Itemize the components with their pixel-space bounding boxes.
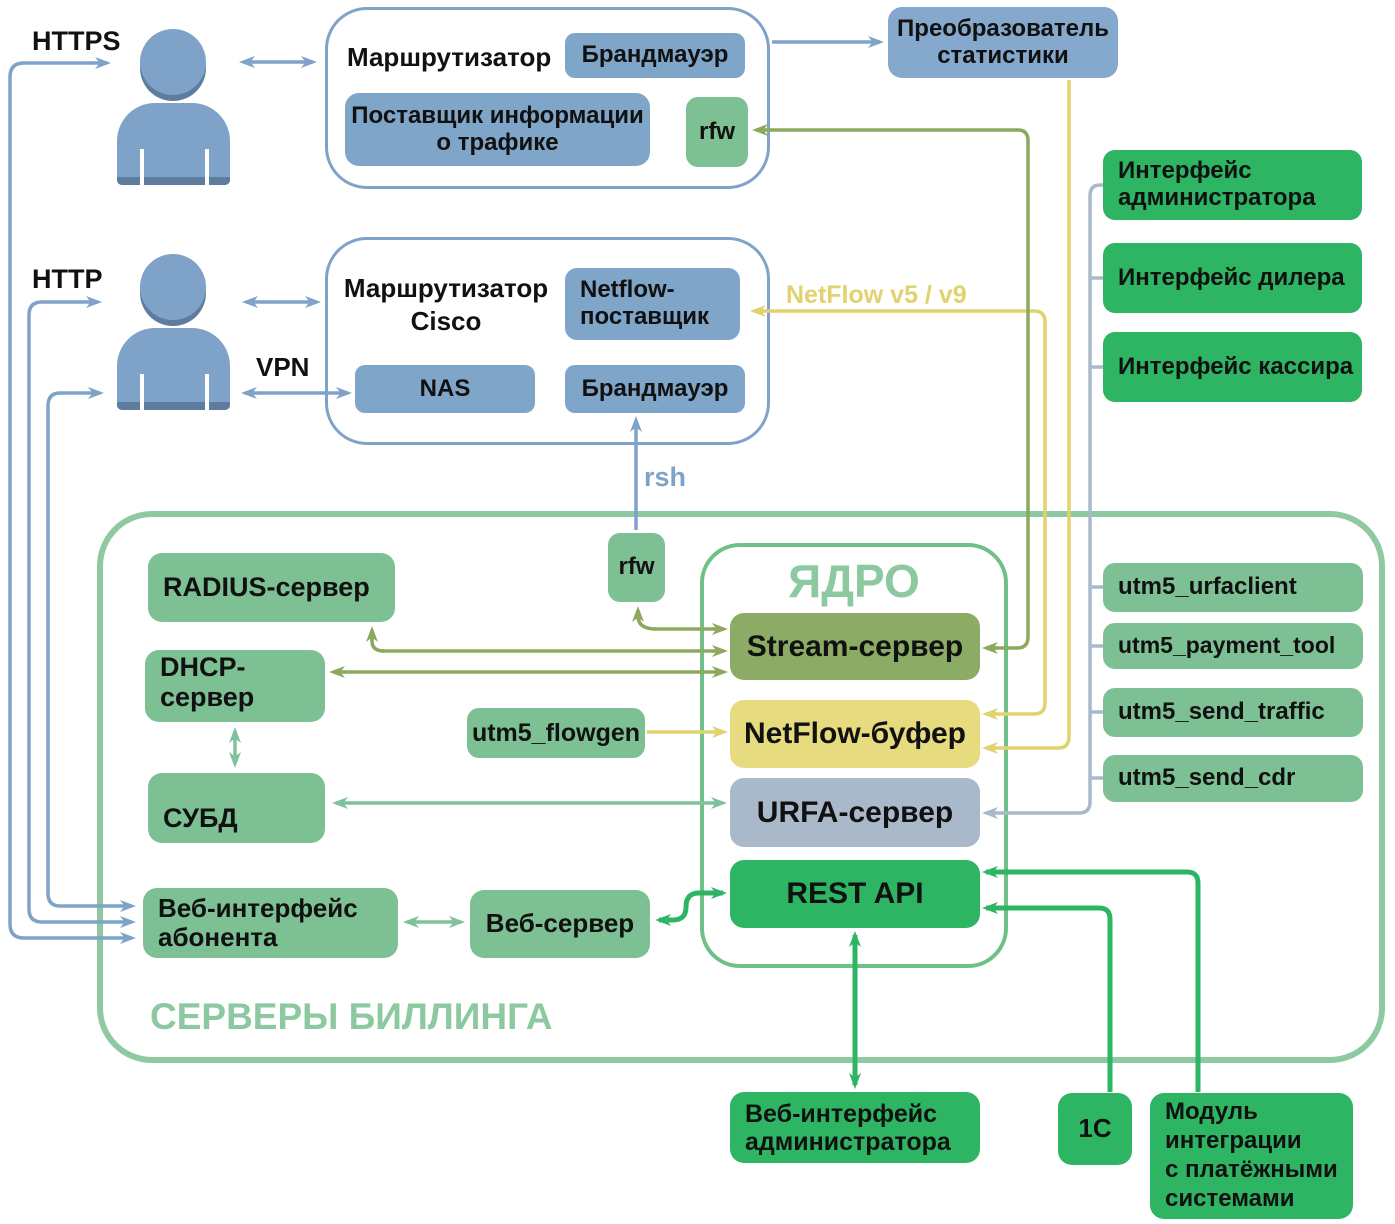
utm5-payment-tool-box: utm5_payment_tool: [1103, 623, 1363, 669]
router-top-title: Маршрутизатор: [347, 42, 552, 72]
nas-box: NAS: [355, 365, 535, 413]
rsh-label: rsh: [644, 462, 687, 492]
router-cisco-title: Маршрутизатор Cisco: [343, 273, 549, 336]
payment-integration-box: Модуль интеграции с платёжными системами: [1150, 1093, 1353, 1219]
cashier-interface-box: Интерфейс кассира: [1103, 332, 1362, 402]
utm5-send-cdr-box: utm5_send_cdr: [1103, 755, 1363, 802]
netflow-provider-box: Netflow- поставщик: [565, 268, 740, 340]
utm5-send-traffic-box: utm5_send_traffic: [1103, 688, 1363, 737]
firewall-cisco-box: Брандмауэр: [565, 365, 745, 413]
firewall-top-box: Брандмауэр: [565, 33, 745, 78]
core-title: ЯДРО: [788, 555, 920, 607]
dealer-interface-box: Интерфейс дилера: [1103, 243, 1362, 313]
stream-server-box: Stream-сервер: [730, 613, 980, 680]
admin-interface-box: Интерфейс администратора: [1103, 150, 1362, 220]
utm5-urfaclient-box: utm5_urfaclient: [1103, 563, 1363, 612]
admin-web-box: Веб-интерфейс администратора: [730, 1092, 980, 1163]
netflow-buffer-box: NetFlow-буфер: [730, 700, 980, 768]
flowgen-box: utm5_flowgen: [467, 708, 645, 758]
rest-api-box: REST API: [730, 860, 980, 928]
dhcp-server-box: DHCP-сервер: [145, 650, 325, 722]
http-label: HTTP: [32, 264, 103, 294]
rfw-top-box: rfw: [686, 97, 748, 167]
rfw-billing-box: rfw: [608, 533, 665, 602]
subscriber-web-box: Веб-интерфейс абонента: [143, 888, 398, 958]
urfa-server-box: URFA-сервер: [730, 778, 980, 847]
netflow-version-label: NetFlow v5 / v9: [786, 281, 967, 309]
web-server-box: Веб-сервер: [470, 890, 650, 958]
one-c-box: 1С: [1058, 1093, 1132, 1165]
https-label: HTTPS: [32, 26, 121, 56]
dbms-box: СУБД: [148, 773, 325, 843]
traffic-provider-box: Поставщик информации о трафике: [345, 93, 650, 166]
stats-converter-box: Преобразователь статистики: [888, 7, 1118, 78]
billing-servers-title: СЕРВЕРЫ БИЛЛИНГА: [150, 996, 553, 1037]
vpn-label: VPN: [256, 352, 310, 382]
radius-server-box: RADIUS-сервер: [148, 553, 395, 622]
